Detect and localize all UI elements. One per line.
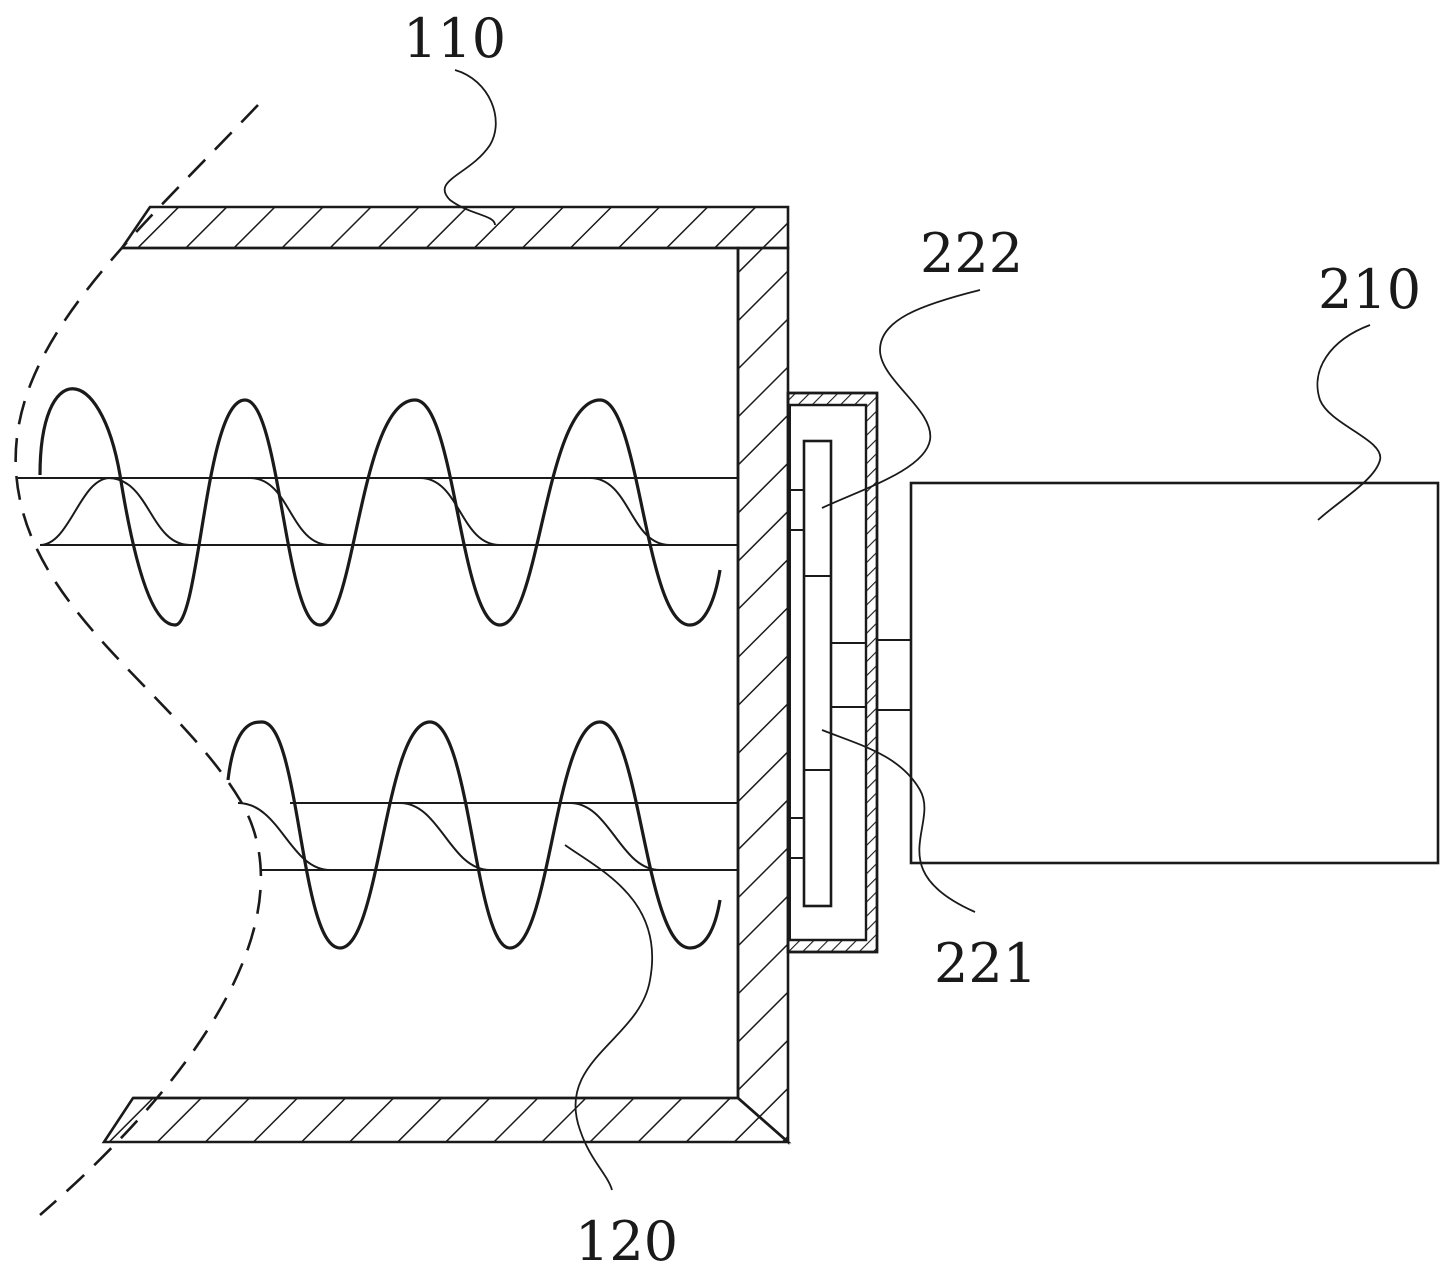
lower-shaft — [262, 802, 738, 871]
lower-screw — [226, 720, 738, 950]
break-line — [14, 104, 263, 1216]
gear-221 — [830, 642, 867, 708]
housing-110 — [101, 205, 792, 1145]
upper-screw — [18, 387, 738, 627]
label-120: 120 — [575, 1210, 678, 1273]
leader-221 — [821, 729, 976, 913]
connector-lower — [787, 817, 805, 859]
motor-coupling — [876, 639, 912, 711]
upper-helix — [38, 387, 722, 627]
label-210: 210 — [1318, 258, 1421, 321]
label-221: 221 — [934, 932, 1037, 995]
upper-shaft — [18, 477, 738, 546]
leader-210 — [1316, 324, 1381, 521]
upper-shaft-twist — [39, 477, 671, 546]
connector-upper — [787, 489, 805, 531]
gear-box-casing — [786, 391, 879, 954]
housing-inner-outline — [122, 246, 740, 1100]
housing-top-wall — [119, 205, 790, 250]
label-110: 110 — [403, 7, 506, 70]
label-222: 222 — [920, 222, 1023, 285]
leader-222 — [821, 289, 981, 509]
leader-110 — [443, 69, 497, 226]
gear-box — [786, 391, 879, 954]
gear-strip-222 — [802, 439, 833, 908]
coupling-shaft — [876, 639, 912, 711]
lower-helix — [226, 720, 722, 950]
motor-210 — [909, 481, 1440, 865]
gear-box-inner — [789, 404, 867, 941]
gear-box-outline — [786, 391, 879, 954]
leader-120 — [564, 844, 653, 1191]
housing-end-wall — [736, 246, 790, 1145]
housing-bottom-wall — [101, 1096, 792, 1144]
